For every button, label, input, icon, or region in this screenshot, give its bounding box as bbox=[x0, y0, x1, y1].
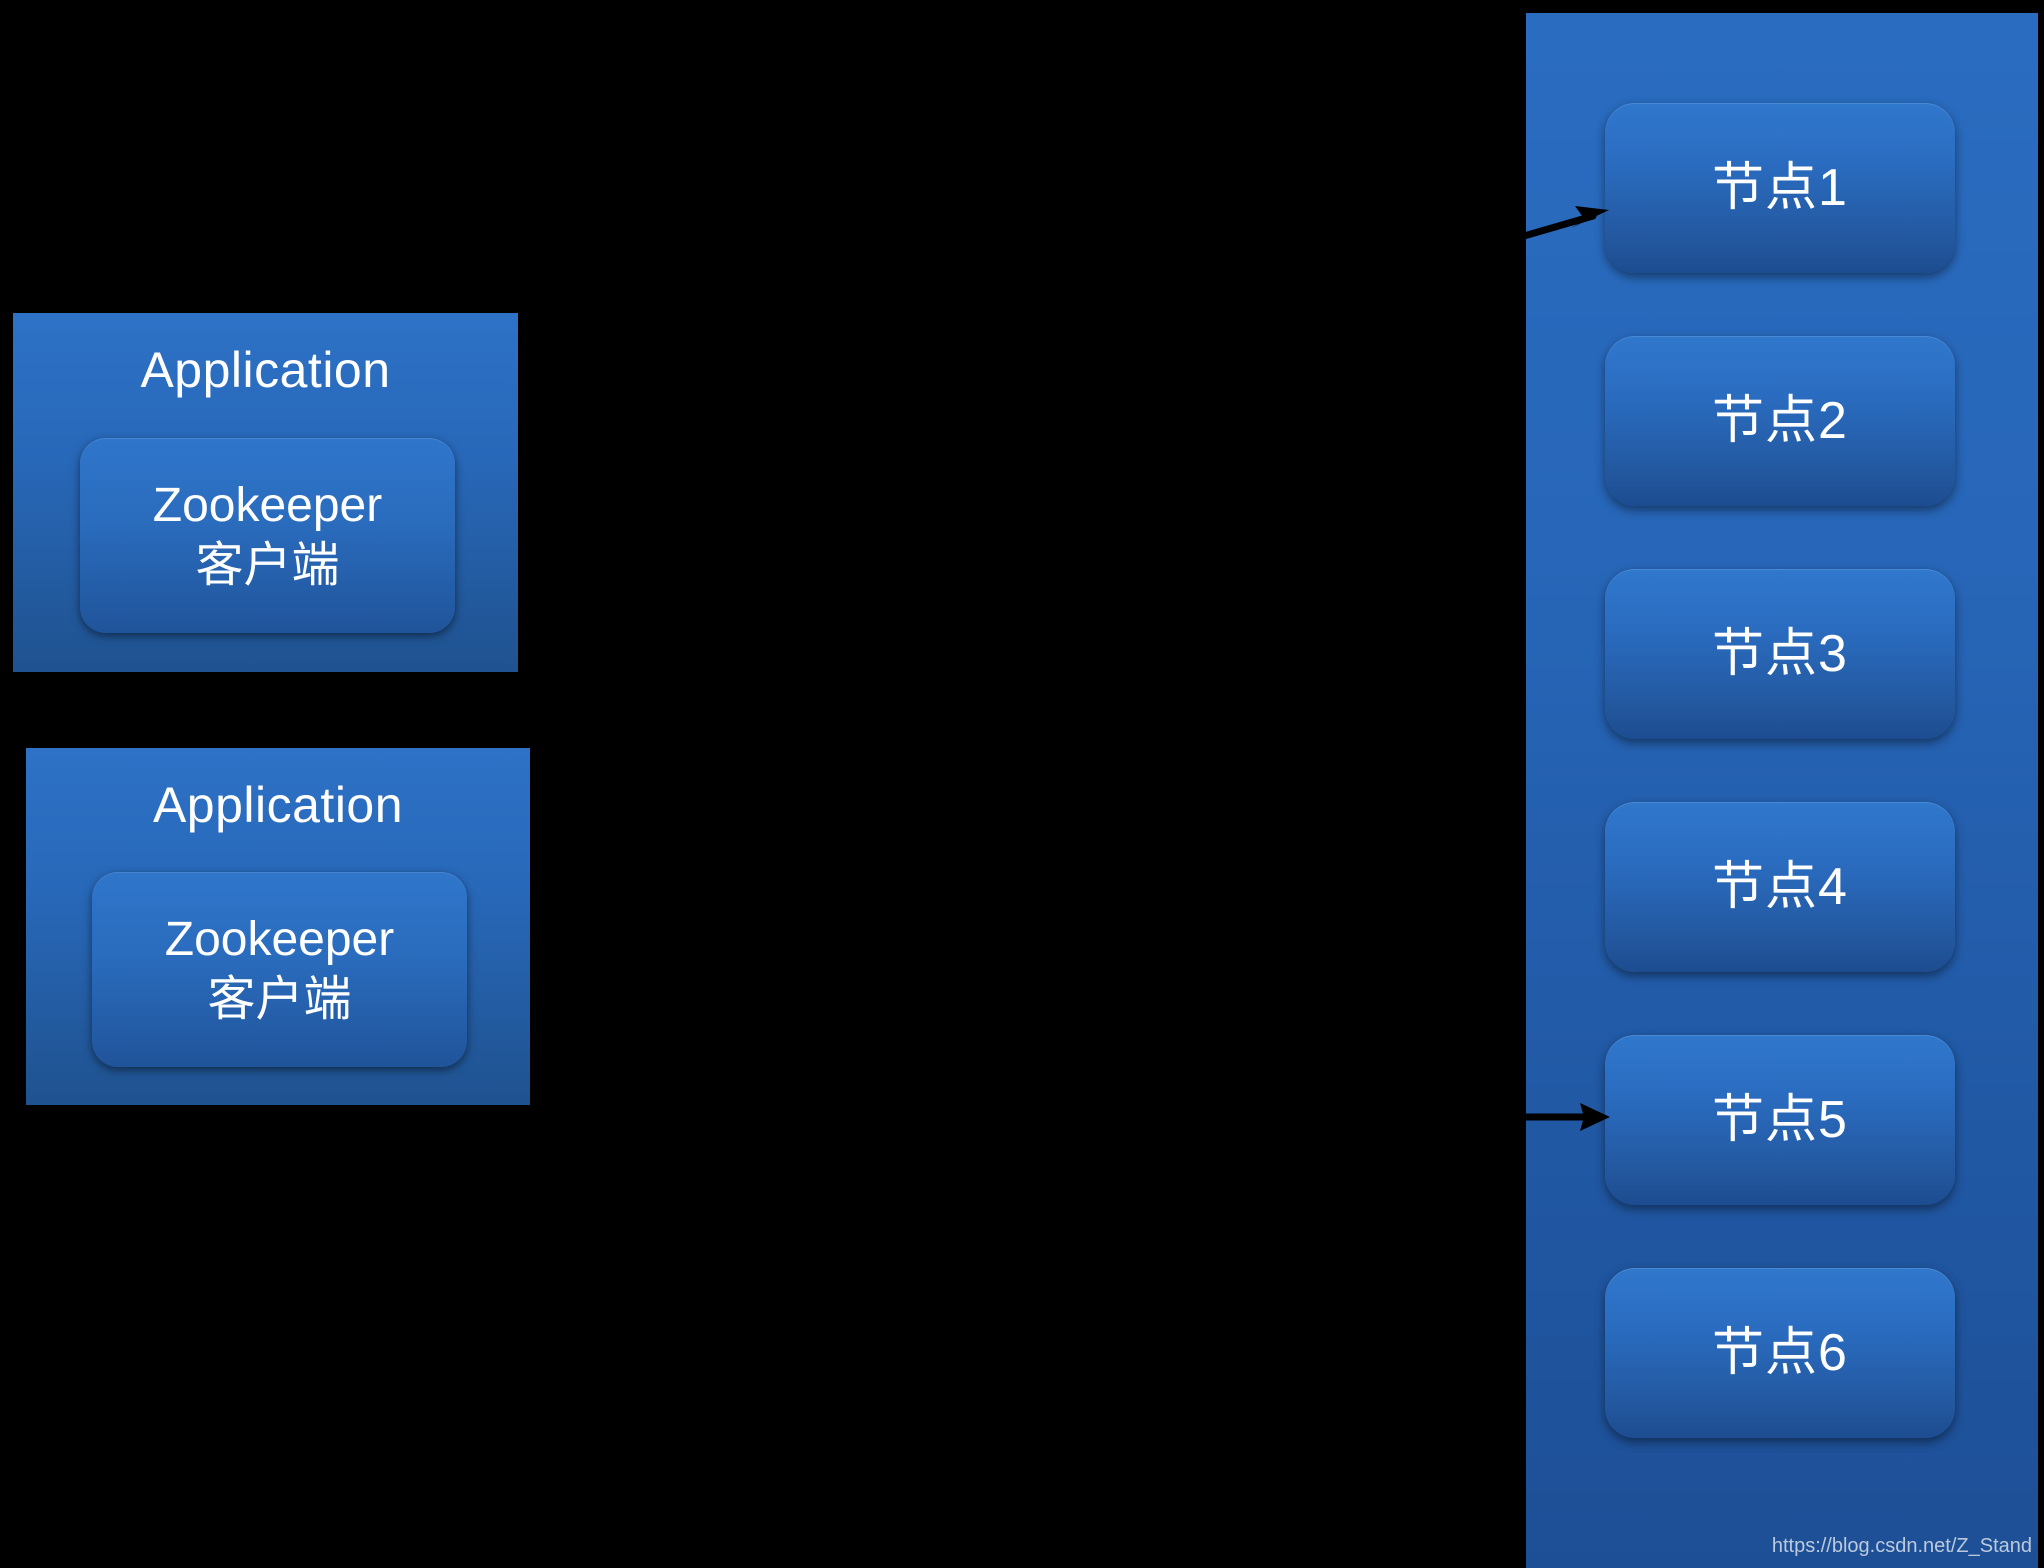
application-title: Application bbox=[152, 777, 404, 833]
zookeeper-client-name: Zookeeper bbox=[164, 912, 395, 966]
zookeeper-client-box[interactable]: Zookeeper 客户端 bbox=[92, 872, 467, 1067]
cluster-node-4[interactable]: 节点4 bbox=[1605, 802, 1955, 972]
application-title: Application bbox=[140, 342, 391, 398]
cluster-node-label: 节点5 bbox=[1712, 1091, 1848, 1149]
cluster-node-3[interactable]: 节点3 bbox=[1605, 569, 1955, 739]
arrow-to-node-1-icon bbox=[1513, 206, 1609, 242]
csdn-watermark: https://blog.csdn.net/Z_Stand bbox=[1771, 1535, 2032, 1557]
cluster-node-6[interactable]: 节点6 bbox=[1605, 1268, 1955, 1438]
application-box-1[interactable]: Application Zookeeper 客户端 bbox=[13, 313, 518, 672]
cluster-node-label: 节点1 bbox=[1712, 159, 1848, 217]
arrow-to-node-5-icon bbox=[1516, 1103, 1610, 1131]
cluster-node-label: 节点2 bbox=[1712, 392, 1848, 450]
cluster-node-label: 节点3 bbox=[1712, 625, 1848, 683]
cluster-node-label: 节点6 bbox=[1712, 1324, 1848, 1382]
zookeeper-cluster-panel[interactable]: 节点1 节点2 节点3 节点4 节点5 节点6 https://blog.csd… bbox=[1526, 13, 2038, 1568]
application-box-2[interactable]: Application Zookeeper 客户端 bbox=[26, 748, 530, 1105]
zookeeper-client-suffix: 客户端 bbox=[195, 538, 340, 592]
zookeeper-client-name: Zookeeper bbox=[152, 478, 383, 532]
cluster-node-1[interactable]: 节点1 bbox=[1605, 103, 1955, 273]
cluster-node-label: 节点4 bbox=[1712, 858, 1848, 916]
zookeeper-client-suffix: 客户端 bbox=[207, 972, 352, 1026]
zookeeper-client-box[interactable]: Zookeeper 客户端 bbox=[80, 438, 455, 633]
cluster-node-5[interactable]: 节点5 bbox=[1605, 1035, 1955, 1205]
cluster-node-2[interactable]: 节点2 bbox=[1605, 336, 1955, 506]
